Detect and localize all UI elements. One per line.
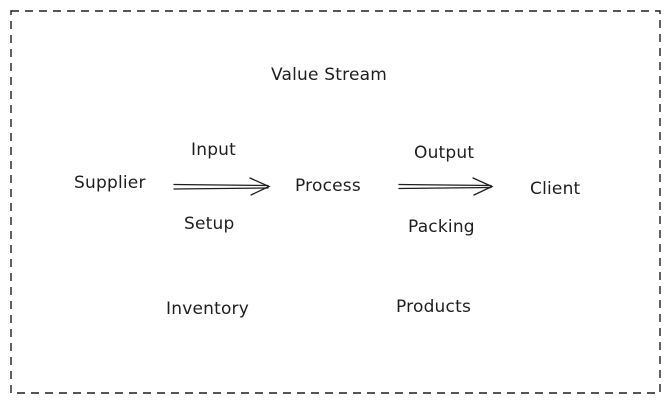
process-node: Process bbox=[295, 176, 361, 196]
output-arrow bbox=[398, 177, 494, 196]
products-label: Products bbox=[396, 297, 472, 317]
output-label: Output bbox=[414, 143, 475, 163]
setup-label: Setup bbox=[184, 214, 235, 234]
value-stream-frame bbox=[10, 10, 661, 394]
input-arrow bbox=[173, 177, 271, 196]
client-node: Client bbox=[530, 179, 581, 199]
inventory-label: Inventory bbox=[166, 299, 249, 319]
input-label: Input bbox=[191, 140, 237, 160]
packing-label: Packing bbox=[408, 217, 475, 237]
supplier-node: Supplier bbox=[74, 173, 146, 193]
diagram-title: Value Stream bbox=[271, 65, 387, 85]
